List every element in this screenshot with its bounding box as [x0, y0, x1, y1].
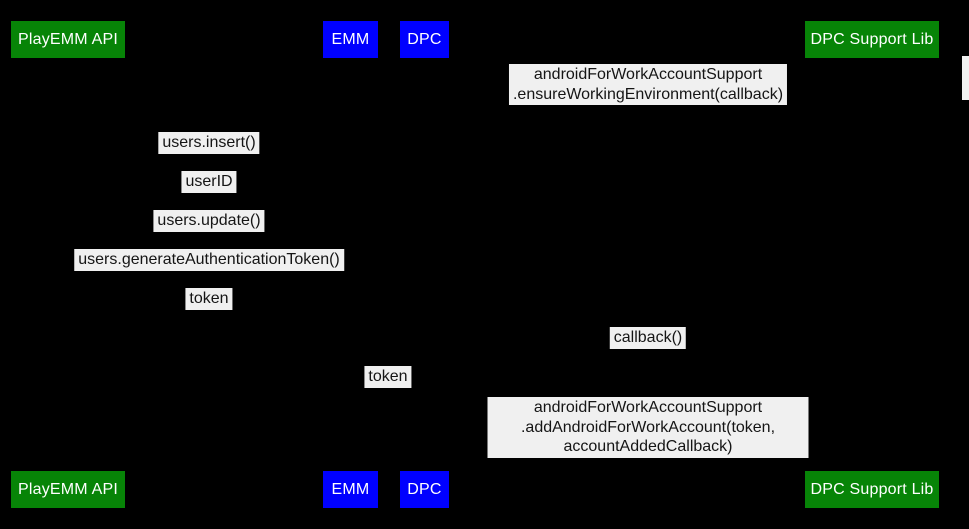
actor-dpc-support-lib-bottom: DPC Support Lib: [805, 471, 939, 508]
lifeline-dpc: [424, 58, 425, 471]
lifeline-dpc-support-lib: [871, 58, 872, 471]
message-token: token: [185, 288, 233, 310]
actor-playemm-api-top: PlayEMM API: [11, 21, 125, 58]
actor-emm-bottom: EMM: [323, 471, 378, 508]
actor-dpc-top: DPC: [400, 21, 449, 58]
scrollbar-thumb[interactable]: [962, 56, 969, 100]
message-callback: callback(): [609, 327, 687, 349]
message-ensure-working-environment: androidForWorkAccountSupport .ensureWork…: [508, 64, 788, 105]
actor-emm-top: EMM: [323, 21, 378, 58]
actor-dpc-support-lib-top: DPC Support Lib: [805, 21, 939, 58]
message-add-android-for-work-account: androidForWorkAccountSupport .addAndroid…: [487, 397, 809, 458]
lifeline-playemm-api: [67, 58, 68, 471]
message-token-2: token: [364, 366, 412, 388]
message-users-update: users.update(): [153, 210, 265, 232]
message-users-insert: users.insert(): [158, 132, 260, 154]
lifeline-emm: [350, 58, 351, 471]
message-user-id: userID: [181, 171, 237, 193]
actor-dpc-bottom: DPC: [400, 471, 449, 508]
actor-playemm-api-bottom: PlayEMM API: [11, 471, 125, 508]
message-users-generate-authentication-token: users.generateAuthenticationToken(): [74, 249, 344, 271]
